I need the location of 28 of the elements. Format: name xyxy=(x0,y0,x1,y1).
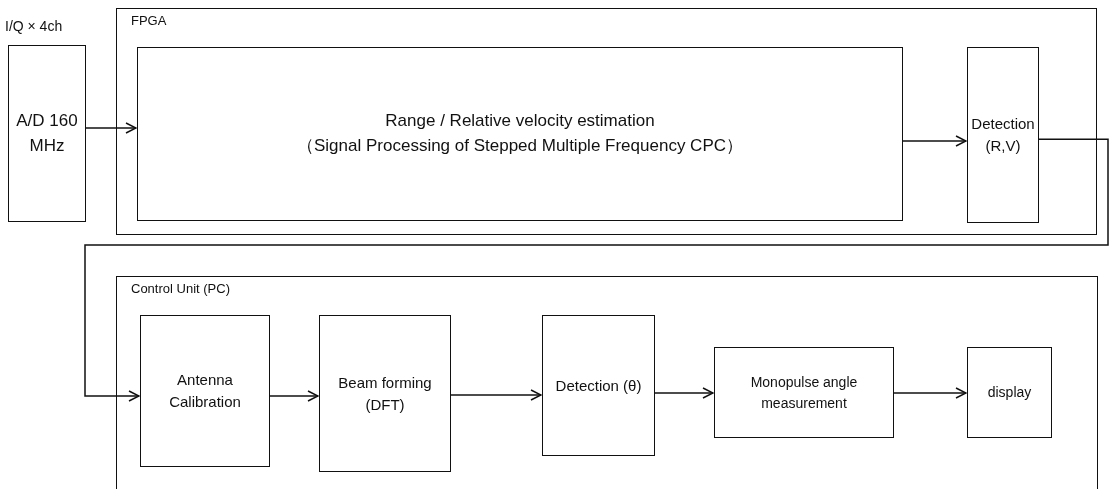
process-box xyxy=(714,347,894,438)
box-label: （Signal Processing of Stepped Multiple Frequency CPC） xyxy=(297,135,743,157)
box-label: Antenna Calibration xyxy=(168,370,242,412)
process-box xyxy=(140,315,270,467)
arrow xyxy=(653,387,714,399)
box-label: Range / Relative velocity estimation xyxy=(385,110,655,133)
box-label: Beam forming (DFT) xyxy=(337,372,433,415)
arrow xyxy=(84,138,1109,402)
control-unit-frame xyxy=(116,276,1098,489)
box-label: Monopulse angle measurement xyxy=(749,373,859,413)
arrow xyxy=(449,389,542,401)
process-box xyxy=(542,315,655,456)
process-box xyxy=(319,315,451,472)
box-label: A/D 160 MHz xyxy=(15,109,79,157)
arrow xyxy=(268,390,319,402)
box-label: Detection (θ) xyxy=(555,375,642,396)
fpga-frame xyxy=(116,8,1097,235)
box-label: Detection (R,V) xyxy=(970,114,1036,156)
arrow xyxy=(85,122,137,134)
group-heading: FPGA xyxy=(131,13,167,28)
channel-label: I/Q × 4ch xyxy=(5,18,63,34)
arrow xyxy=(892,387,967,399)
box-label: display xyxy=(987,383,1032,403)
arrow xyxy=(901,135,967,147)
process-box xyxy=(967,47,1039,223)
group-heading: Control Unit (PC) xyxy=(131,281,230,296)
process-box xyxy=(137,47,903,221)
process-box xyxy=(967,347,1052,438)
